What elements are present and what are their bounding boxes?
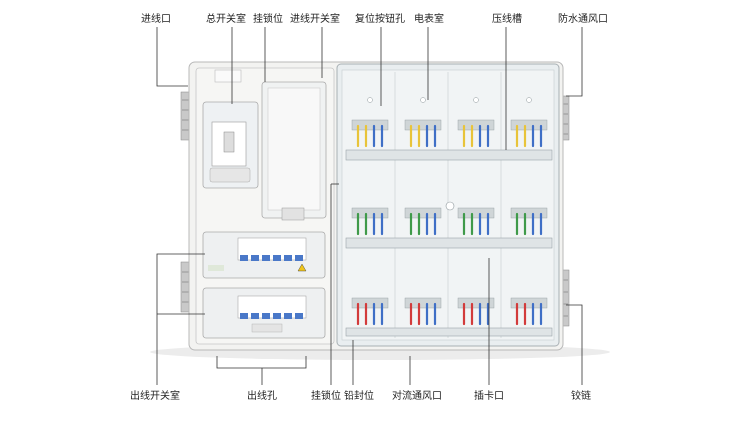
label-cable-clamp-slot: 压线槽 <box>492 14 522 25</box>
left-hinge <box>180 91 192 313</box>
label-main-switch-room: 总开关室 <box>206 14 246 25</box>
wires-row-1 <box>356 124 543 148</box>
label-convection-vent: 对流通风口 <box>392 391 442 402</box>
label-waterproof-vent: 防水通风口 <box>558 14 608 25</box>
label-hanging-lock-top: 挂锁位 <box>253 14 283 25</box>
cable-clamp-slot-2 <box>345 237 553 249</box>
wires-row-3 <box>356 302 543 326</box>
label-hanging-lock-bottom: 挂锁位 <box>311 391 341 402</box>
label-reset-button-hole: 复位按钮孔 <box>355 14 405 25</box>
label-outlet-hole: 出线孔 <box>247 391 277 402</box>
left-panel <box>195 67 335 345</box>
label-card-slot: 插卡口 <box>474 391 504 402</box>
cable-clamp-slot-1 <box>345 149 553 161</box>
leader-lines <box>156 27 583 385</box>
meter-room <box>336 63 560 347</box>
label-inlet: 进线口 <box>141 14 171 25</box>
label-meter-room: 电表室 <box>414 14 444 25</box>
label-lead-seal: 铅封位 <box>344 391 374 402</box>
label-inlet-switch-room: 进线开关室 <box>290 14 340 25</box>
wires-row-2 <box>356 212 543 236</box>
label-hinge: 铰链 <box>571 391 591 402</box>
label-outlet-switch-room: 出线开关室 <box>130 391 180 402</box>
